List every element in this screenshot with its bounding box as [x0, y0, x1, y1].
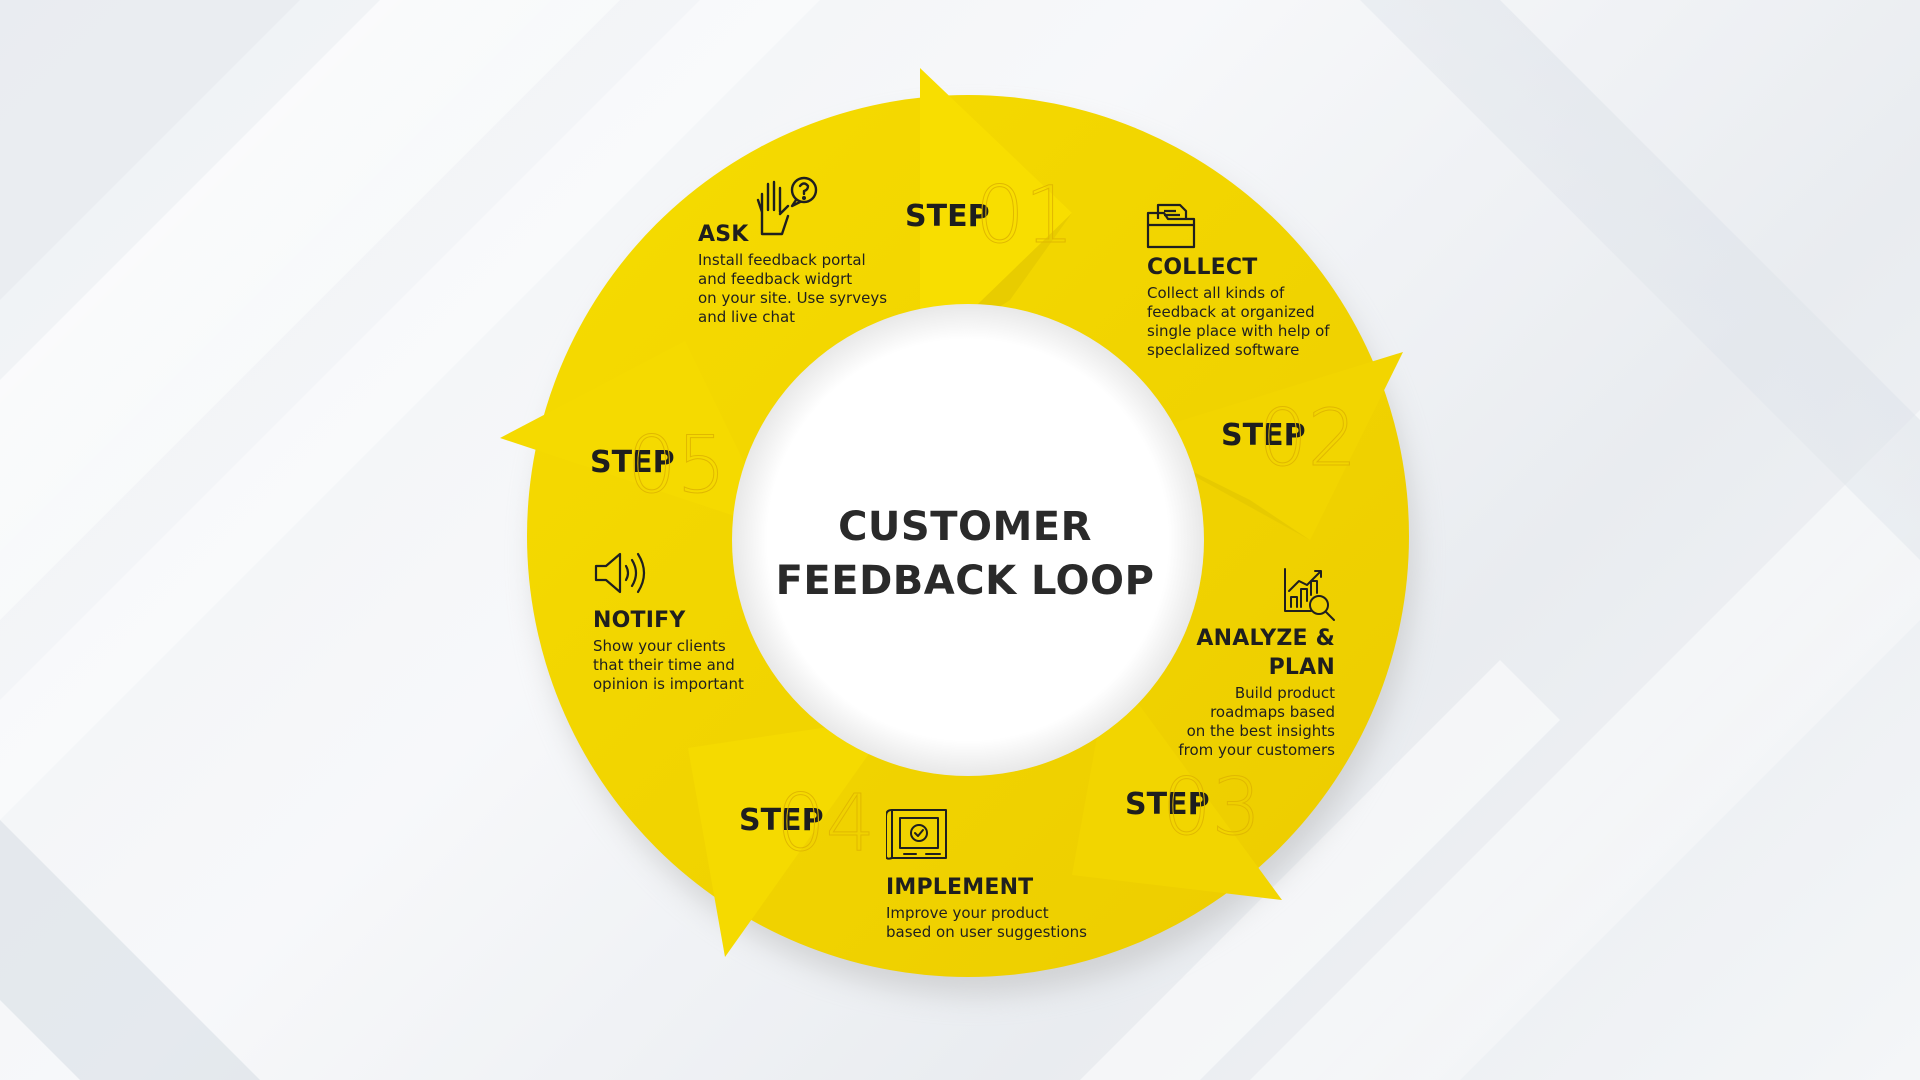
step-label-1: STEP — [905, 199, 990, 234]
step-label-5: STEP — [590, 445, 675, 480]
speaker-icon — [594, 552, 646, 594]
stage-title: NOTIFY — [593, 608, 686, 633]
stage-description: Show your clients that their time and op… — [593, 637, 744, 693]
stage-notify: NOTIFY Show your clients that their time… — [593, 606, 793, 694]
stage-implement: IMPLEMENT Improve your product based on … — [886, 873, 1126, 942]
chart-magnifier-icon — [1284, 568, 1335, 621]
folder-documents-icon — [1146, 203, 1196, 249]
step-label-2: STEP — [1221, 418, 1306, 453]
stage-analyze-plan: ANALYZE & PLAN Build product roadmaps ba… — [1135, 624, 1335, 760]
arrow-head-1 — [920, 68, 1072, 360]
step-number-3: 03 — [1162, 763, 1261, 853]
ring-hole — [732, 304, 1204, 776]
step-number-5: 05 — [627, 421, 726, 511]
step-number-4: 04 — [776, 779, 875, 869]
step-number-2: 02 — [1258, 394, 1357, 484]
arrow-head-5 — [500, 341, 777, 530]
stage-description: Collect all kinds of feedback at organiz… — [1147, 284, 1330, 359]
step-label-4: STEP — [739, 803, 824, 838]
stage-description: Install feedback portal and feedback wid… — [698, 251, 888, 326]
step-number-1: 01 — [975, 171, 1074, 261]
stage-collect: COLLECT Collect all kinds of feedback at… — [1147, 253, 1387, 360]
hand-question-icon — [756, 176, 818, 236]
stage-title: IMPLEMENT — [886, 875, 1034, 900]
blueprint-check-icon — [886, 809, 947, 860]
stage-ask: ASK Install feedback portal and feedback… — [698, 220, 918, 327]
stage-description: Improve your product based on user sugge… — [886, 904, 1087, 941]
stage-title: ASK — [698, 222, 749, 247]
stage-description: Build product roadmaps based on the best… — [1178, 684, 1335, 759]
arrow-head-4 — [688, 717, 895, 957]
step-label-3: STEP — [1125, 787, 1210, 822]
arrow-head-3 — [1072, 665, 1282, 900]
arrow-head-2 — [1125, 352, 1403, 540]
stage-title: ANALYZE & PLAN — [1196, 626, 1335, 680]
diagram-title: CUSTOMER FEEDBACK LOOP — [775, 504, 1155, 604]
stage-title: COLLECT — [1147, 255, 1258, 280]
